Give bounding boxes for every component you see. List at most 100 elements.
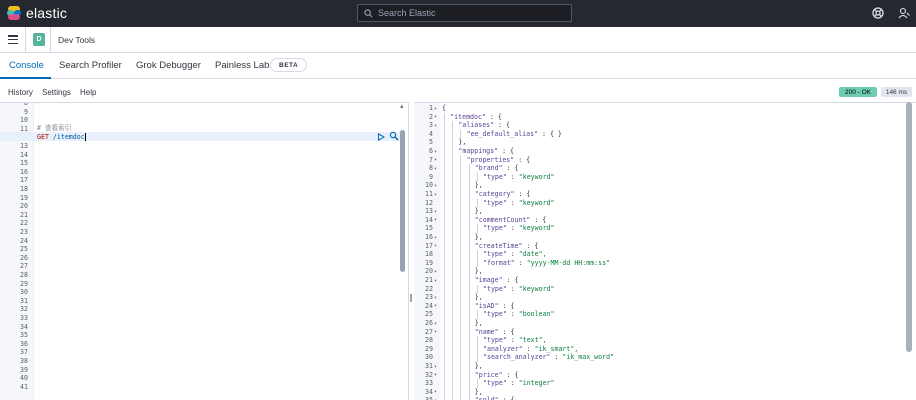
line-number: 28 xyxy=(20,271,28,279)
indent-guide xyxy=(452,164,454,173)
request-line[interactable]: GET /itemdoc xyxy=(37,133,86,142)
json-key: "name" xyxy=(474,327,499,336)
request-editor[interactable]: 8910111213141516171819202122232425262728… xyxy=(0,102,408,400)
divider xyxy=(25,27,26,53)
line-number: 20 xyxy=(20,202,28,211)
fold-toggle-icon[interactable]: ▾ xyxy=(434,234,438,241)
fold-toggle-icon[interactable]: ▾ xyxy=(434,363,438,370)
duration-badge: 146 ms xyxy=(881,87,912,97)
tab-painless-lab[interactable]: Painless Lab xyxy=(215,60,270,71)
json-punctuation: }, xyxy=(458,138,467,147)
wrench-icon[interactable] xyxy=(388,131,399,142)
response-scrollbar[interactable] xyxy=(906,102,912,352)
indent-guide xyxy=(452,327,454,337)
indent-guide xyxy=(444,396,445,400)
fold-toggle-icon[interactable]: ▾ xyxy=(434,182,438,189)
json-punctuation: : { xyxy=(530,215,547,224)
fold-toggle-icon[interactable]: ▾ xyxy=(434,320,438,327)
indent-guide xyxy=(444,310,445,319)
fold-toggle-icon[interactable]: ▾ xyxy=(434,294,438,301)
history-link[interactable]: History xyxy=(8,88,33,97)
line-number: 20 xyxy=(425,267,433,276)
json-value: "keyword" xyxy=(518,198,555,207)
indent-guide xyxy=(452,233,454,242)
indent-guide xyxy=(468,310,470,319)
json-value: "date", xyxy=(518,250,547,259)
fold-toggle-icon[interactable]: ▾ xyxy=(434,398,437,400)
fold-toggle-icon[interactable]: ▾ xyxy=(434,105,438,112)
send-request-icon[interactable] xyxy=(378,133,385,141)
indent-guide xyxy=(468,276,470,285)
json-punctuation: }, xyxy=(474,362,483,370)
fold-toggle-icon[interactable]: ▾ xyxy=(434,277,438,284)
indent-guide xyxy=(444,233,445,242)
fold-toggle-icon[interactable]: ▾ xyxy=(434,148,438,155)
line-number: 35 xyxy=(20,331,28,340)
tab-console[interactable]: Console xyxy=(9,60,44,71)
json-punctuation: : { xyxy=(494,121,511,130)
indent-guide xyxy=(444,181,445,190)
json-punctuation: : { } xyxy=(538,129,562,138)
pane-resizer[interactable] xyxy=(408,102,414,400)
search-input[interactable] xyxy=(378,8,558,18)
line-number: 14 xyxy=(425,215,433,224)
line-number: 19 xyxy=(425,258,433,267)
indent-guide xyxy=(452,344,454,354)
line-number: 29 xyxy=(20,279,28,288)
request-path: /itemdoc xyxy=(52,133,85,141)
fold-toggle-icon[interactable]: ▾ xyxy=(434,243,438,250)
json-punctuation: : xyxy=(506,172,519,181)
beta-badge: BETA xyxy=(270,58,308,72)
fold-toggle-icon[interactable]: ▾ xyxy=(434,372,438,379)
fold-toggle-icon[interactable]: ▾ xyxy=(434,217,438,224)
indent-guide xyxy=(452,267,454,276)
scroll-up-icon[interactable]: ▴ xyxy=(400,103,404,110)
fold-toggle-icon[interactable]: ▾ xyxy=(434,122,438,129)
menu-icon[interactable] xyxy=(8,35,18,45)
json-key: "type" xyxy=(483,379,507,388)
help-icon[interactable] xyxy=(871,6,885,20)
line-number: 15 xyxy=(20,159,28,168)
drag-handle-icon[interactable]: ∥ xyxy=(409,293,413,302)
indent-guide xyxy=(460,181,462,190)
response-line: "search_analyzer" : "ik_max_word" xyxy=(483,353,614,362)
json-value: "integer" xyxy=(518,379,555,388)
indent-guide xyxy=(452,207,454,216)
json-punctuation: : { xyxy=(514,190,531,198)
tab-search-profiler[interactable]: Search Profiler xyxy=(59,60,122,71)
fold-toggle-icon[interactable]: ▾ xyxy=(434,303,438,310)
line-number: 13 xyxy=(425,207,433,216)
response-line: "type" : "integer" xyxy=(483,379,554,388)
indent-guide xyxy=(444,190,445,199)
fold-toggle-icon[interactable]: ▾ xyxy=(434,157,438,164)
help-link[interactable]: Help xyxy=(80,88,97,97)
indent-guide xyxy=(444,215,445,225)
line-number: 27 xyxy=(425,327,433,336)
json-punctuation: }, xyxy=(474,207,483,216)
json-punctuation: : xyxy=(506,198,519,207)
user-avatar-icon[interactable] xyxy=(897,6,911,20)
fold-toggle-icon[interactable]: ▾ xyxy=(434,268,438,275)
fold-toggle-icon[interactable]: ▾ xyxy=(434,208,438,215)
request-scrollbar[interactable] xyxy=(400,130,405,272)
indent-guide xyxy=(468,327,470,337)
response-line: }, xyxy=(475,293,483,302)
request-gutter: 8910111213141516171819202122232425262728… xyxy=(0,103,34,400)
indent-guide xyxy=(452,241,454,251)
tab-grok-debugger[interactable]: Grok Debugger xyxy=(136,60,201,71)
fold-toggle-icon[interactable]: ▾ xyxy=(434,165,438,172)
indent-guide xyxy=(460,276,462,285)
elastic-logo[interactable]: elastic xyxy=(7,5,67,21)
indent-guide xyxy=(476,258,478,268)
status-badge: 200 - OK xyxy=(839,87,877,97)
fold-toggle-icon[interactable]: ▾ xyxy=(434,114,438,121)
global-search[interactable] xyxy=(357,4,572,22)
settings-link[interactable]: Settings xyxy=(42,88,71,97)
space-avatar[interactable]: D xyxy=(33,33,45,46)
indent-guide xyxy=(452,370,454,380)
fold-toggle-icon[interactable]: ▾ xyxy=(434,191,438,198)
response-editor[interactable]: 1▾{2▾"itemdoc" : {3▾"aliases" : {4"ee_de… xyxy=(414,102,916,400)
fold-toggle-icon[interactable]: ▾ xyxy=(434,389,438,396)
indent-guide xyxy=(444,267,445,276)
fold-toggle-icon[interactable]: ▾ xyxy=(434,329,438,336)
